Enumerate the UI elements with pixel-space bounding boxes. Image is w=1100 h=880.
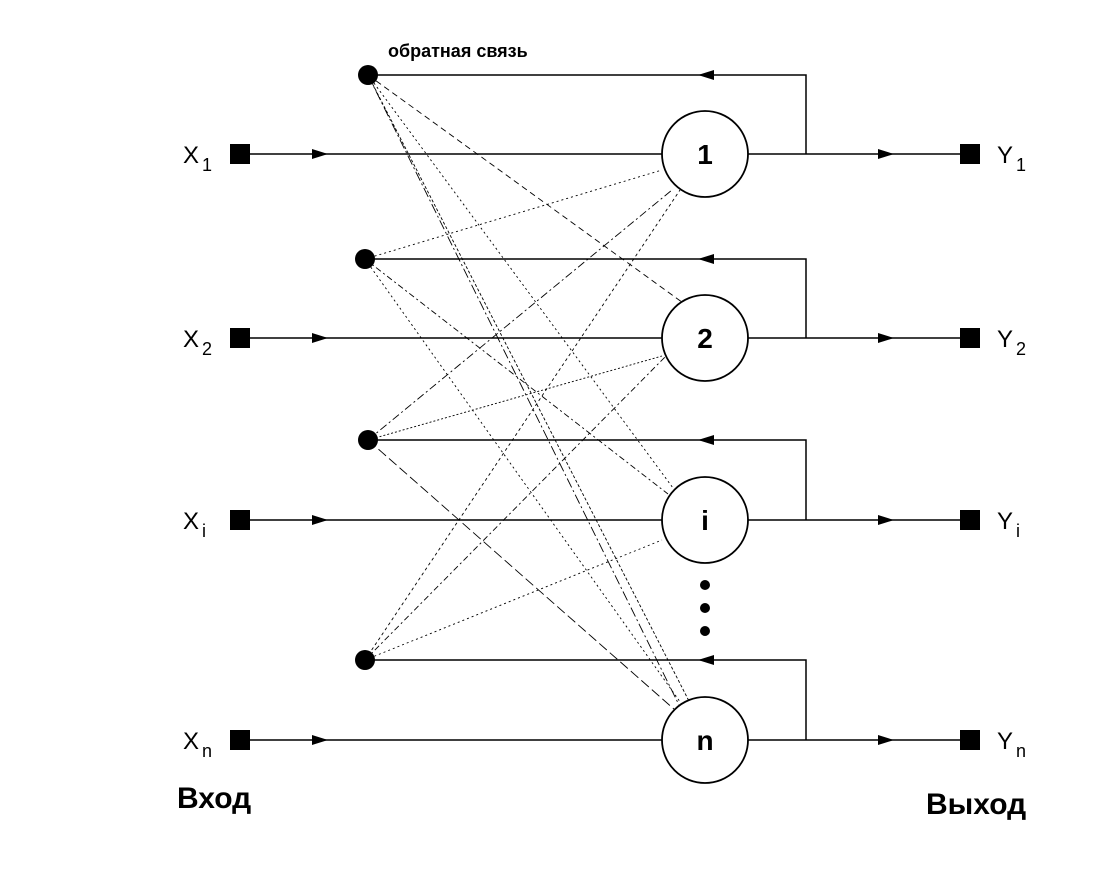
input-terminal xyxy=(230,510,250,530)
input-arrow xyxy=(312,515,328,525)
feedback-arrow xyxy=(698,655,714,665)
input-arrow xyxy=(312,333,328,343)
output-terminal xyxy=(960,144,980,164)
feedback-arrow xyxy=(698,435,714,445)
neuron-label: 1 xyxy=(697,139,713,170)
neuron-label: i xyxy=(701,505,709,536)
output-terminal xyxy=(960,510,980,530)
feedback-line xyxy=(365,258,807,338)
output-terminal xyxy=(960,730,980,750)
cross-connections xyxy=(364,74,691,711)
feedback-line xyxy=(365,659,807,740)
input-caption: Вход xyxy=(177,782,251,815)
feedback-line xyxy=(368,74,807,154)
feedback-node xyxy=(358,65,378,85)
output-arrow xyxy=(878,333,894,343)
input-arrow xyxy=(312,735,328,745)
neuron-label: 2 xyxy=(697,323,713,354)
feedback-node xyxy=(358,430,378,450)
feedback-arrow xyxy=(698,70,714,80)
feedback-node xyxy=(355,650,375,670)
input-terminal xyxy=(230,144,250,164)
output-arrow xyxy=(878,735,894,745)
input-terminal xyxy=(230,730,250,750)
output-caption: Выход xyxy=(926,788,1026,821)
output-arrow xyxy=(878,149,894,159)
feedback-node xyxy=(355,249,375,269)
feedback-label: обратная связь xyxy=(388,41,528,61)
feedback-arrow xyxy=(698,254,714,264)
ellipsis-dots xyxy=(700,580,710,636)
output-terminal xyxy=(960,328,980,348)
input-arrow xyxy=(312,149,328,159)
neuron-label: n xyxy=(696,725,713,756)
feedback-line xyxy=(368,439,807,520)
output-arrow xyxy=(878,515,894,525)
input-terminal xyxy=(230,328,250,348)
